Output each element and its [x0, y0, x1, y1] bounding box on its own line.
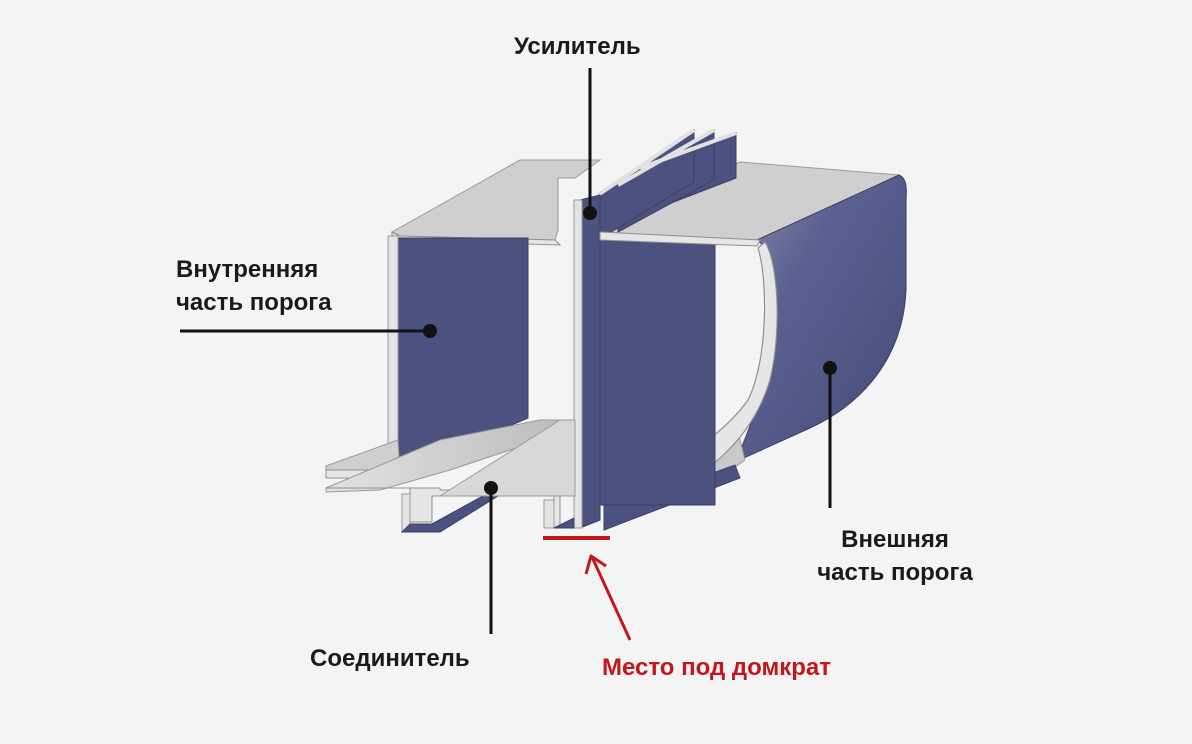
inner-sill-label: Внутренняя часть порога	[176, 253, 332, 319]
leader-reinforcer	[583, 68, 597, 220]
leader-outer-sill	[823, 361, 837, 508]
outer-sill-label-line2: часть порога	[817, 559, 973, 586]
inner-sill-label-line1: Внутренняя	[176, 256, 319, 283]
inner-sill-label-line2: часть порога	[176, 289, 332, 316]
leader-connector	[484, 481, 498, 634]
jack-point-label: Место под домкрат	[602, 654, 831, 681]
outer-sill-label-line1: Внешняя	[841, 526, 949, 553]
outer-sill-label: Внешняя часть порога	[800, 523, 990, 589]
connector-channel	[325, 419, 576, 533]
inner-sill-panel	[325, 159, 602, 479]
reinforcer-plates	[573, 128, 761, 529]
jack-point-marker	[543, 536, 632, 641]
leader-inner-sill	[180, 324, 437, 338]
connector-label: Соединитель	[310, 645, 470, 672]
reinforcer-label: Усилитель	[514, 33, 641, 60]
